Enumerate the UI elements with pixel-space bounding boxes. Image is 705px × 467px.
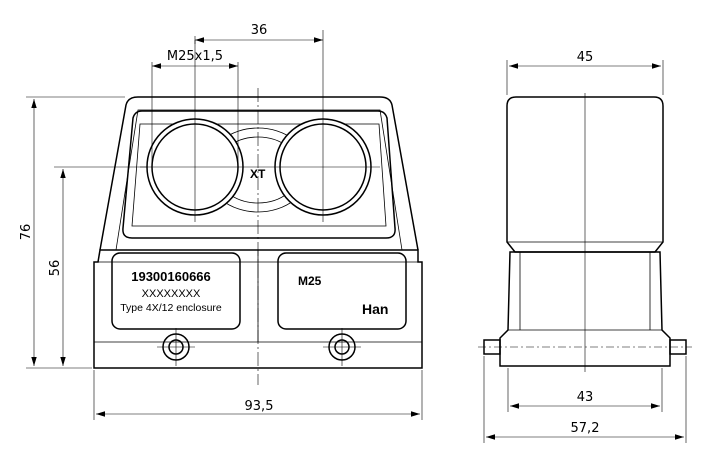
brand-logo: Han [362, 301, 388, 317]
hood-outline [99, 96, 419, 251]
dim-side-total-width: 57,2 [571, 421, 600, 436]
dim-thread-spacing: 36 [251, 23, 268, 38]
right-label-plate [277, 252, 407, 330]
enclosure-type-label: Type 4X/12 enclosure [120, 302, 222, 314]
dim-lower-height: 56 [48, 260, 63, 277]
entry-panel-inner [131, 123, 387, 227]
dim-side-base-width: 43 [577, 390, 594, 405]
side-view [478, 93, 692, 372]
side-lower-housing [499, 251, 671, 367]
side-hood [506, 96, 664, 253]
dim-side-top-width: 45 [577, 50, 594, 65]
code-placeholder-label: XXXXXXXX [142, 288, 201, 300]
center-mark-label: XT [250, 167, 266, 181]
dim-thread-size: M25x1,5 [167, 49, 223, 64]
front-center-lines [140, 30, 380, 385]
entry-panel [122, 110, 396, 239]
front-view: XT 19300160666 XXXXXXXX Type 4X/12 enclo… [93, 30, 423, 385]
part-number-label: 19300160666 [131, 269, 211, 284]
dim-front-width: 93,5 [245, 399, 274, 414]
side-dimensions: 45 43 57,2 [483, 50, 687, 443]
front-dimensions: 36 M25x1,5 76 56 93,5 [19, 23, 423, 420]
dim-total-height: 76 [19, 224, 34, 241]
entry-thread-label: M25 [298, 274, 322, 288]
